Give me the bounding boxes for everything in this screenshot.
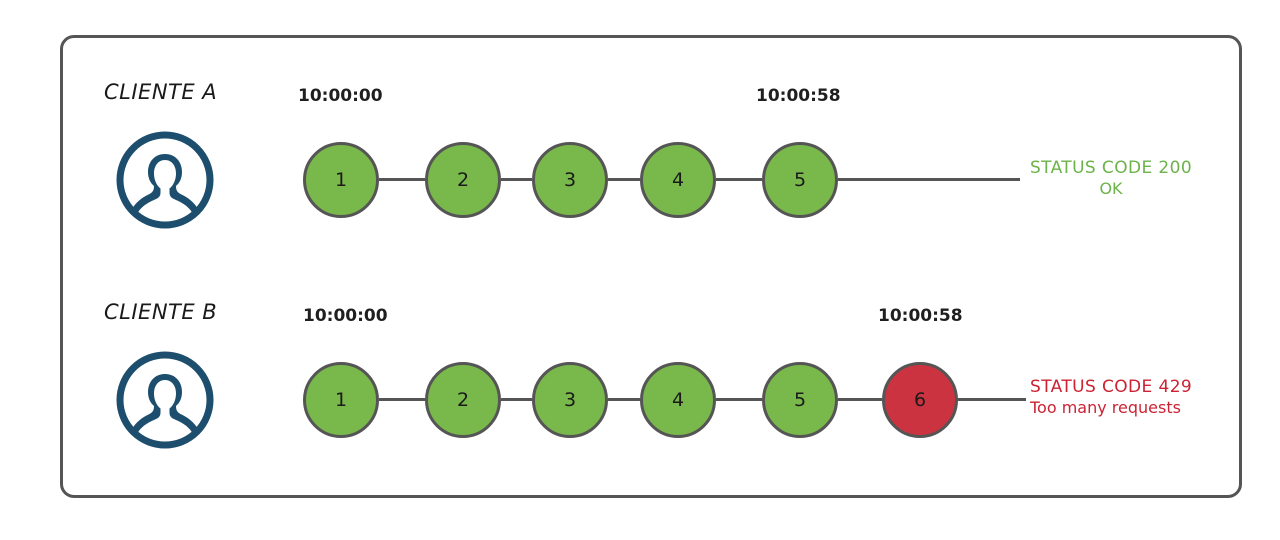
row-b-request-chain: 1 2 3 4 5 6 (0, 360, 1280, 450)
request-node[interactable]: 3 (532, 362, 608, 438)
status-code-line: STATUS CODE 200 (1029, 158, 1193, 178)
request-node[interactable]: 5 (762, 142, 838, 218)
request-node[interactable]: 1 (303, 142, 379, 218)
connector-2-3 (501, 178, 532, 181)
row-a-start-time: 10:00:00 (298, 86, 383, 106)
connector-4-5 (716, 178, 762, 181)
row-a-status: STATUS CODE 200 OK (1026, 158, 1196, 199)
connector-1-2 (379, 398, 425, 401)
client-b-label: CLIENTE B (104, 300, 218, 324)
client-a-label: CLIENTE A (104, 80, 218, 104)
connector-2-3 (501, 398, 532, 401)
request-node[interactable]: 2 (425, 362, 501, 438)
request-node[interactable]: 4 (640, 362, 716, 438)
row-b-start-time: 10:00:00 (303, 306, 388, 326)
user-avatar-icon (113, 128, 217, 232)
status-message-line: OK (1099, 179, 1123, 199)
connector-3-4 (608, 178, 640, 181)
connector-4-5 (716, 398, 762, 401)
status-code-line: STATUS CODE 429 (1030, 377, 1193, 397)
connector-3-4 (608, 398, 640, 401)
connector-5-6 (838, 398, 882, 401)
connector-1-2 (379, 178, 425, 181)
request-node[interactable]: 3 (532, 142, 608, 218)
user-avatar-icon (113, 348, 217, 452)
status-message-line: Too many requests (1030, 398, 1181, 418)
connector-6-status (956, 398, 1026, 401)
request-node[interactable]: 5 (762, 362, 838, 438)
row-a-request-chain: 1 2 3 4 5 (0, 140, 1280, 230)
row-b-end-time: 10:00:58 (878, 306, 963, 326)
request-node[interactable]: 4 (640, 142, 716, 218)
request-node-blocked[interactable]: 6 (882, 362, 958, 438)
connector-5-status (838, 178, 1020, 181)
request-node[interactable]: 1 (303, 362, 379, 438)
request-node[interactable]: 2 (425, 142, 501, 218)
row-b-status: STATUS CODE 429 Too many requests (1030, 377, 1240, 418)
row-a-end-time: 10:00:58 (756, 86, 841, 106)
